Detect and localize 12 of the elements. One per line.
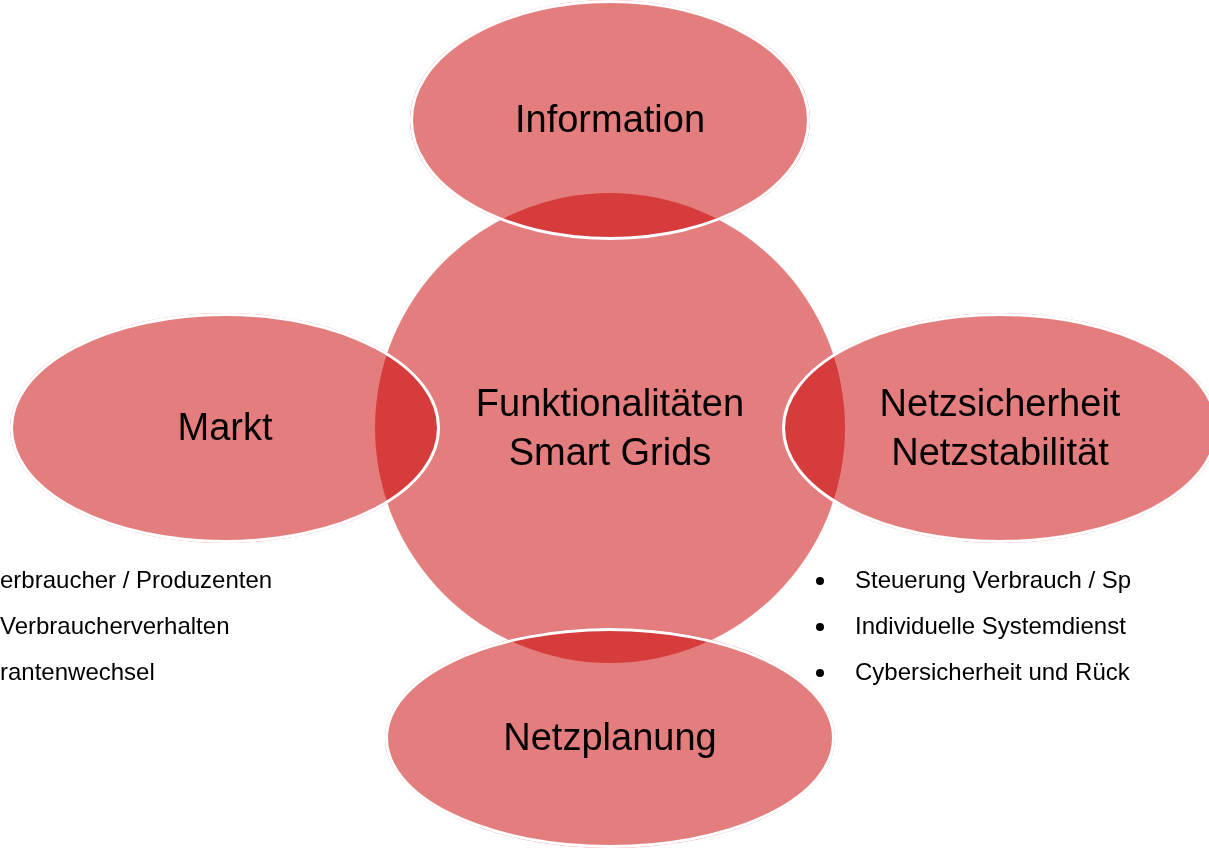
list-item-text: rantenwechsel (0, 658, 155, 685)
node-label: Funktionalitäten Smart Grids (474, 380, 746, 475)
node-label: Netzstabilität (890, 430, 1110, 475)
list-item-text: Cybersicherheit und Rück (855, 658, 1130, 685)
node-label: Netzsicherheit (878, 380, 1122, 426)
node-label: Information (513, 97, 707, 143)
node-label: Netzplanung (502, 715, 718, 761)
list-item-text: Steuerung Verbrauch / Sp (855, 566, 1132, 593)
list-item-text: erbraucher / Produzenten (0, 566, 273, 593)
list-item-text: Individuelle Systemdienst (855, 612, 1126, 639)
node-label: Markt (176, 405, 274, 451)
list-item-text: Verbraucherverhalten (0, 612, 230, 639)
